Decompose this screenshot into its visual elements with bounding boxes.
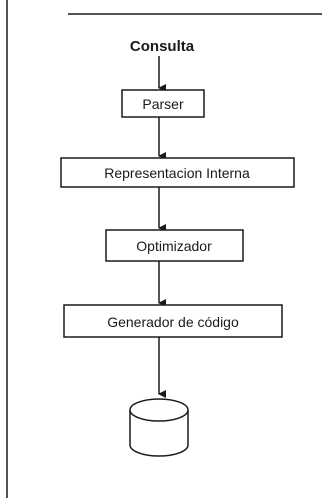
database-icon	[129, 398, 189, 457]
step-generador-de-codigo: Generador de código	[63, 304, 283, 338]
step-optimizador-label: Optimizador	[136, 238, 212, 254]
step-parser-label: Parser	[142, 96, 184, 112]
step-optimizador: Optimizador	[105, 229, 244, 262]
start-label: Consulta	[130, 38, 195, 55]
step-representacion-interna: Representacion Interna	[60, 157, 295, 188]
step-parser: Parser	[121, 89, 205, 118]
step-generador-de-codigo-label: Generador de código	[107, 314, 239, 330]
step-representacion-interna-label: Representacion Interna	[104, 165, 250, 181]
